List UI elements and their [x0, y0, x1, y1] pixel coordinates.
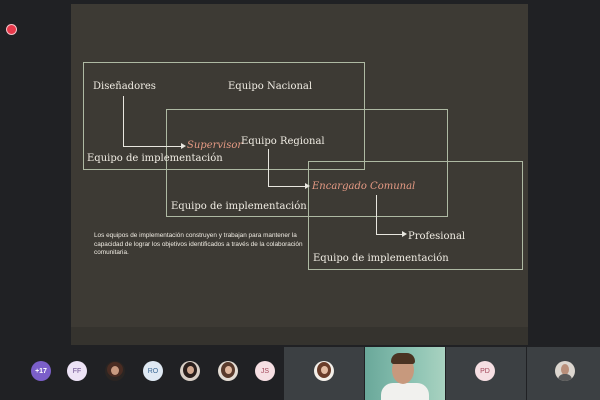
arrow-to-supervisor-icon [181, 143, 186, 149]
slide-description-text: Los equipos de implementación construyen… [94, 232, 303, 257]
avatar-ff[interactable]: FF [67, 361, 87, 381]
label-equipo-implementacion-3: Equipo de implementación [313, 253, 449, 264]
slide-footer-bar [71, 327, 528, 345]
label-equipo-implementacion-2: Equipo de implementación [171, 201, 307, 212]
participant-photo-4 [314, 361, 334, 381]
participant-photo-3-face [225, 366, 232, 374]
participant-photo-5 [555, 361, 575, 381]
communal-team-box [308, 161, 523, 270]
national-team-box [83, 62, 365, 170]
participant-photo-1[interactable] [105, 361, 125, 381]
participant-photo-3[interactable] [218, 361, 238, 381]
connector-regional-horizontal [268, 186, 306, 187]
video-person-body [381, 383, 429, 400]
label-equipo-nacional: Equipo Nacional [228, 81, 313, 92]
shared-slide [71, 4, 528, 327]
participant-photo-1-face [111, 366, 119, 375]
participant-tile-last[interactable] [527, 347, 600, 400]
video-person-hair [391, 353, 415, 364]
connector-regional-vertical [268, 149, 269, 186]
avatar-js[interactable]: JS [255, 361, 275, 381]
participant-photo-2[interactable] [180, 361, 200, 381]
participant-tile-pd[interactable]: PD [446, 347, 526, 400]
label-encargado-comunal: Encargado Comunal [312, 181, 416, 192]
participant-photo-4-face [321, 366, 328, 374]
label-profesional: Profesional [408, 231, 466, 242]
connector-designers-horizontal [123, 146, 181, 147]
regional-team-box [166, 109, 448, 217]
participant-photo-5-shirt [558, 374, 572, 381]
more-participants-button[interactable]: +17 [31, 361, 51, 381]
arrow-to-encargado-icon [305, 183, 310, 189]
label-supervisor: Supervisor [187, 140, 243, 151]
participant-photo-2-face [187, 366, 194, 374]
avatar-ro[interactable]: RO [143, 361, 163, 381]
active-speaker-video[interactable] [365, 347, 445, 400]
connector-comunal-vertical [376, 195, 377, 234]
participant-photo-5-face [561, 364, 569, 375]
connector-designers-vertical [123, 96, 124, 146]
label-equipo-regional: Equipo Regional [241, 136, 325, 147]
connector-comunal-horizontal [376, 234, 403, 235]
label-disenadores: Diseñadores [93, 81, 156, 92]
participant-tile-speaker[interactable] [284, 347, 364, 400]
recording-indicator-icon [7, 25, 16, 34]
arrow-to-profesional-icon [402, 231, 407, 237]
avatar-pd: PD [475, 361, 495, 381]
label-equipo-implementacion-1: Equipo de implementación [87, 153, 223, 164]
